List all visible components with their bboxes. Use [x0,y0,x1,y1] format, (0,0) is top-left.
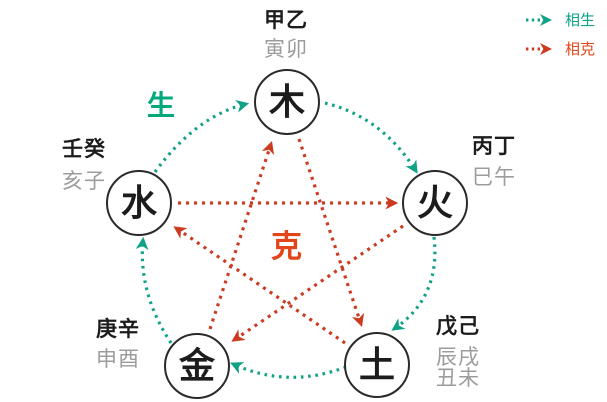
stems-fire: 丙丁 [472,135,516,158]
legend-row-overcoming: 相克 [524,38,595,60]
element-char-fire: 火 [416,182,453,223]
overcoming-line-earth-water [173,226,346,345]
overcoming-line-fire-metal [231,224,404,342]
legend-row-generating: 相生 [524,9,595,31]
element-node-wood: 木 [254,69,320,135]
branches-fire: 巳午 [472,166,516,189]
stems-earth: 戊己 [436,315,480,338]
branches-earth-line2: 丑未 [436,367,480,390]
branches-metal: 申酉 [96,348,140,371]
overcoming-arrow-icon [526,43,552,55]
branches-wood: 寅卯 [264,38,308,61]
legend: 相生 相克 [524,9,595,67]
generating-arc-wood-fire [324,101,418,174]
element-node-water: 水 [106,170,172,236]
overcoming-line-metal-wood [208,140,275,330]
label-block-metal: 庚辛 申酉 [96,316,140,372]
element-char-metal: 金 [178,345,215,386]
generating-annotation: 生 [147,90,176,121]
label-block-wood: 甲乙 寅卯 [234,6,338,64]
branches-earth-line1: 辰戌 [436,346,480,369]
legend-overcoming-label: 相克 [565,40,596,58]
legend-generating-label: 相生 [565,11,596,29]
label-block-water: 壬癸 亥子 [62,136,106,194]
element-char-wood: 木 [268,81,305,122]
element-char-water: 水 [120,182,157,223]
overcoming-annotation: 克 [271,229,302,264]
stems-metal: 庚辛 [96,318,140,341]
element-node-fire: 火 [402,170,468,236]
overcoming-line-wood-earth [297,138,365,328]
generating-arc-earth-metal [230,362,347,379]
stems-water: 壬癸 [62,138,106,161]
stems-wood: 甲乙 [264,9,308,32]
label-block-earth: 戊己 辰戌 丑未 [436,313,480,389]
generating-arc-fire-earth [391,236,437,331]
generating-arc-metal-water [135,236,173,344]
branches-water: 亥子 [62,170,106,193]
generating-arrow-icon [526,14,552,26]
element-char-earth: 土 [358,344,395,385]
element-node-metal: 金 [164,333,230,399]
element-node-earth: 土 [344,332,410,398]
label-block-fire: 丙丁 巳午 [472,133,516,190]
